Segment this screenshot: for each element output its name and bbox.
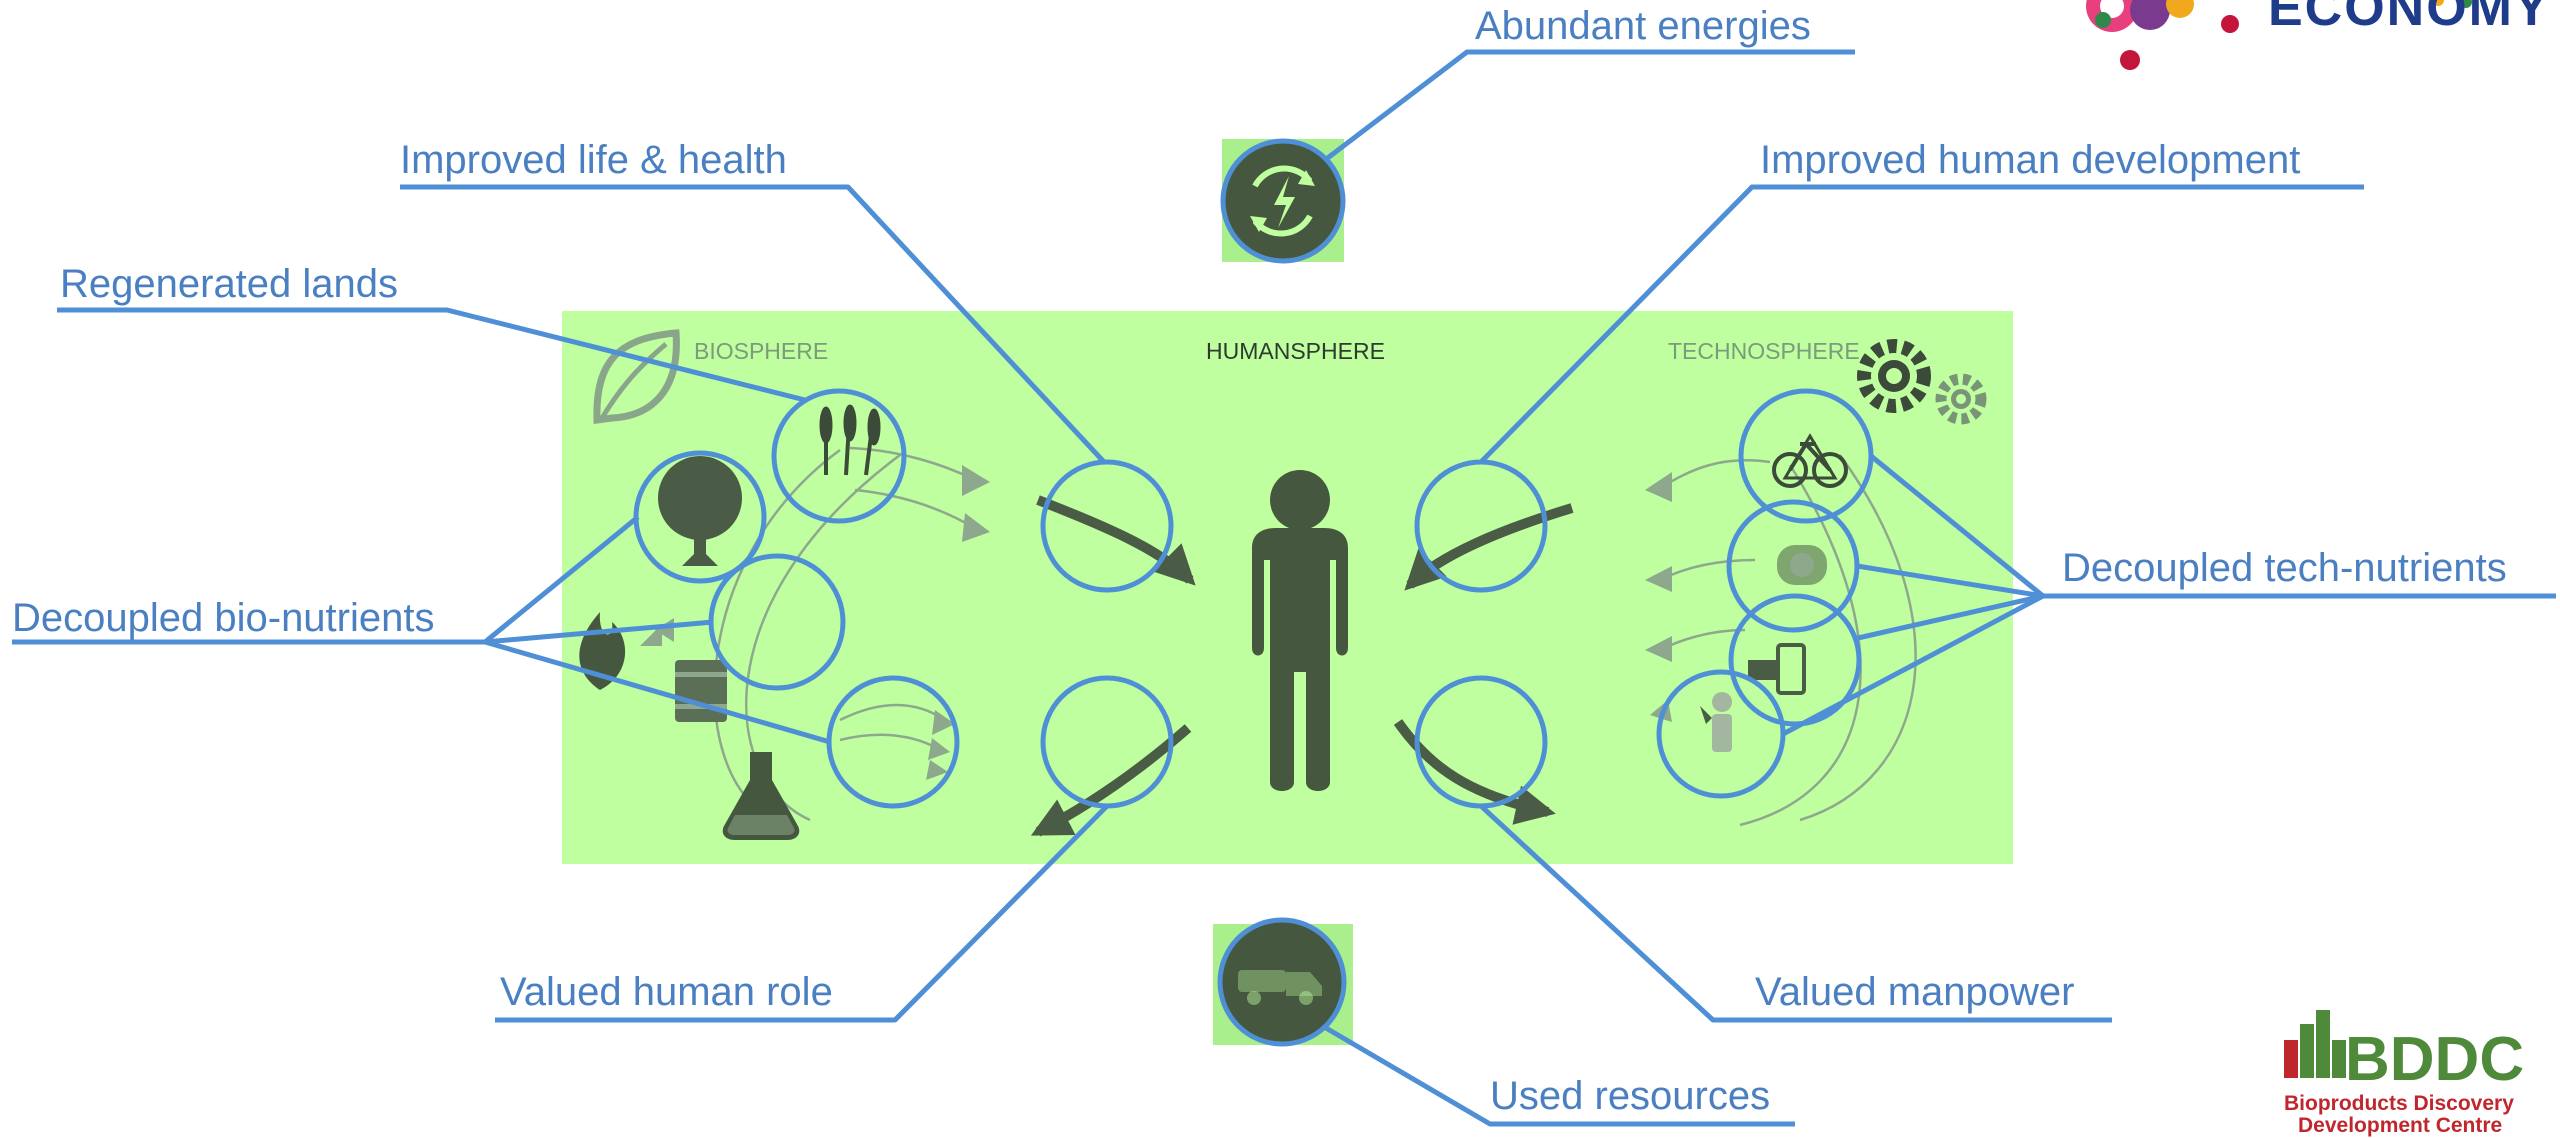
bddc-logo-tagline-2: Development Centre (2298, 1114, 2503, 1137)
label-valued-human-role: Valued human role (500, 970, 833, 1014)
wheat-icon (819, 404, 881, 476)
truck-icon (1213, 920, 1353, 1045)
label-valued-manpower: Valued manpower (1755, 970, 2075, 1014)
bddc-logo-mark (2284, 1010, 2346, 1078)
economy-logo (2086, 0, 2472, 70)
label-used-resources: Used resources (1490, 1074, 1771, 1118)
label-improved-human-development: Improved human development (1760, 138, 2301, 182)
bddc-logo-name: BDDC (2345, 1025, 2525, 1094)
bddc-logo-tagline-1: Bioproducts Discovery (2284, 1092, 2514, 1115)
biosphere-leaf-icon (593, 329, 680, 424)
technosphere-label: TECHNOSPHERE (1668, 338, 1860, 364)
label-improved-life-health: Improved life & health (400, 138, 787, 182)
tree-icon (658, 456, 742, 566)
gears-icon (1857, 339, 1987, 425)
label-decoupled-bio-nutrients: Decoupled bio-nutrients (12, 596, 435, 640)
leader-lines (12, 49, 2556, 1127)
humansphere-label: HUMANSPHERE (1206, 338, 1385, 364)
recycle-icon (1782, 433, 1838, 480)
biosphere-label: BIOSPHERE (694, 338, 829, 364)
worker-icon (1700, 692, 1732, 752)
electronics-icon (1748, 545, 1827, 695)
human-figure-icon (1252, 470, 1348, 791)
economy-logo-text: ECONOMY (2268, 0, 2551, 37)
label-decoupled-tech-nutrients: Decoupled tech-nutrients (2062, 546, 2507, 590)
label-regenerated-lands: Regenerated lands (60, 262, 399, 306)
flask-icon (722, 752, 800, 840)
label-abundant-energies: Abundant energies (1475, 4, 1811, 48)
